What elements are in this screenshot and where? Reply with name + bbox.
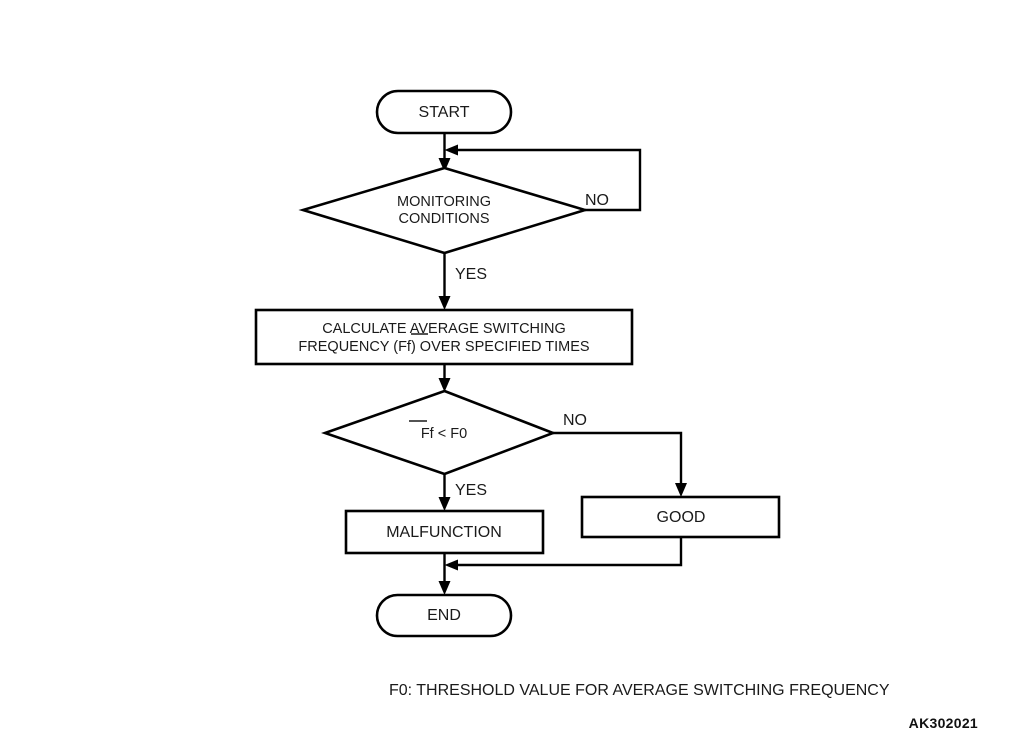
connector-start-to-monitoring <box>438 133 451 172</box>
node-compare-label-var: Ff <box>421 426 435 442</box>
node-start[interactable]: START <box>375 89 513 135</box>
branch-label-compare-no: NO <box>563 412 587 429</box>
node-calculate-label-line2-var: Ff <box>398 339 412 355</box>
connector-compare-to-malfunction <box>438 474 451 511</box>
node-end-label: END <box>427 607 461 624</box>
node-good[interactable]: GOOD <box>580 495 781 539</box>
branch-label-compare-yes: YES <box>455 482 487 499</box>
node-good-label: GOOD <box>657 509 706 526</box>
node-monitoring-label-line2: CONDITIONS <box>398 211 489 227</box>
connector-monitoring-to-calculate <box>438 253 451 310</box>
node-compare-ff-f0[interactable]: Ff < F0 <box>321 389 557 476</box>
connector-malfunction-to-end <box>438 553 451 595</box>
node-calculate-average[interactable]: CALCULATE AVERAGE SWITCHING FREQUENCY (F… <box>254 308 634 366</box>
node-calculate-label-line1: CALCULATE AVERAGE SWITCHING <box>322 321 566 337</box>
branch-label-monitoring-no: NO <box>585 192 609 209</box>
diagram-code: AK302021 <box>909 715 978 731</box>
node-start-label: START <box>419 104 470 121</box>
node-compare-label: Ff < F0 <box>421 426 467 442</box>
node-calculate-label-line2: FREQUENCY (Ff) OVER SPECIFIED TIMES <box>298 339 589 355</box>
branch-label-monitoring-yes: YES <box>455 266 487 283</box>
node-malfunction-label: MALFUNCTION <box>386 524 502 541</box>
node-monitoring-conditions[interactable]: MONITORING CONDITIONS <box>298 166 590 255</box>
connector-good-to-merge <box>444 537 683 571</box>
node-malfunction[interactable]: MALFUNCTION <box>344 509 545 555</box>
node-compare-label-rest: < F0 <box>434 426 467 442</box>
legend-threshold-note: F0: THRESHOLD VALUE FOR AVERAGE SWITCHIN… <box>389 682 890 699</box>
node-calculate-label-line2-post: ) OVER SPECIFIED TIMES <box>411 339 590 355</box>
connector-monitoring-no-loop <box>444 144 642 212</box>
node-end[interactable]: END <box>375 593 513 638</box>
connector-calculate-to-compare <box>438 364 451 392</box>
node-monitoring-label-line1: MONITORING <box>397 194 491 210</box>
connector-compare-no-to-good <box>553 431 687 497</box>
node-calculate-label-line2-pre: FREQUENCY ( <box>298 339 398 355</box>
